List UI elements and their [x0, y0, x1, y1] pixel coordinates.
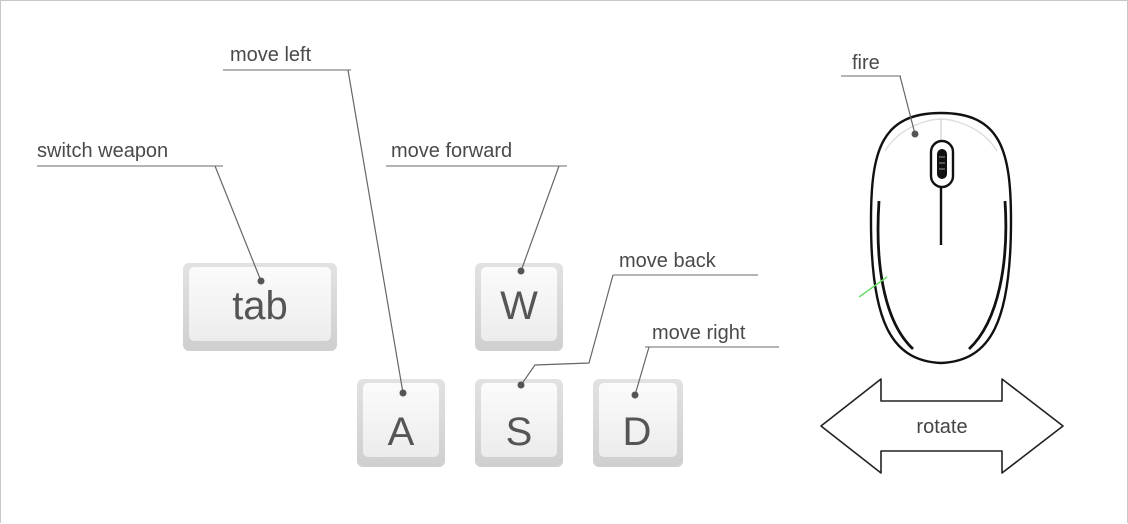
- scroll-wheel-icon: [929, 139, 955, 189]
- w-key-label: W: [500, 284, 538, 328]
- a-key-label: A: [388, 410, 415, 454]
- d-key: D: [593, 379, 683, 467]
- move-forward-pin: [517, 267, 525, 275]
- switch-weapon-pin: [257, 277, 265, 285]
- annotation-move-right: move right: [631, 322, 779, 399]
- move-left-pin: [399, 389, 407, 397]
- rotate-label: rotate: [916, 416, 967, 438]
- move-forward-label: move forward: [391, 140, 512, 162]
- w-key: W: [475, 263, 563, 351]
- annotation-fire: fire: [841, 52, 919, 138]
- move-right-pin: [631, 391, 639, 399]
- s-key: S: [475, 379, 563, 467]
- fire-pin: [911, 130, 919, 138]
- led-indicator: [858, 276, 888, 298]
- move-left-label: move left: [230, 44, 312, 66]
- annotation-move-back: move back: [517, 250, 758, 389]
- tab-key: tab: [183, 263, 337, 351]
- annotation-move-forward: move forward: [386, 140, 567, 275]
- a-key: A: [357, 379, 445, 467]
- annotation-move-left: move left: [223, 44, 407, 397]
- annotation-switch-weapon: switch weapon: [37, 140, 265, 285]
- move-back-pin: [517, 381, 525, 389]
- switch-weapon-label: switch weapon: [37, 140, 168, 162]
- move-right-label: move right: [652, 322, 746, 344]
- tab-key-label: tab: [232, 284, 288, 328]
- move-back-label: move back: [619, 250, 717, 272]
- s-key-label: S: [506, 410, 533, 454]
- fire-label: fire: [852, 52, 880, 74]
- d-key-label: D: [623, 410, 652, 454]
- rotate-double-arrow-icon: rotate: [820, 378, 1064, 474]
- mouse-icon: [858, 111, 1013, 365]
